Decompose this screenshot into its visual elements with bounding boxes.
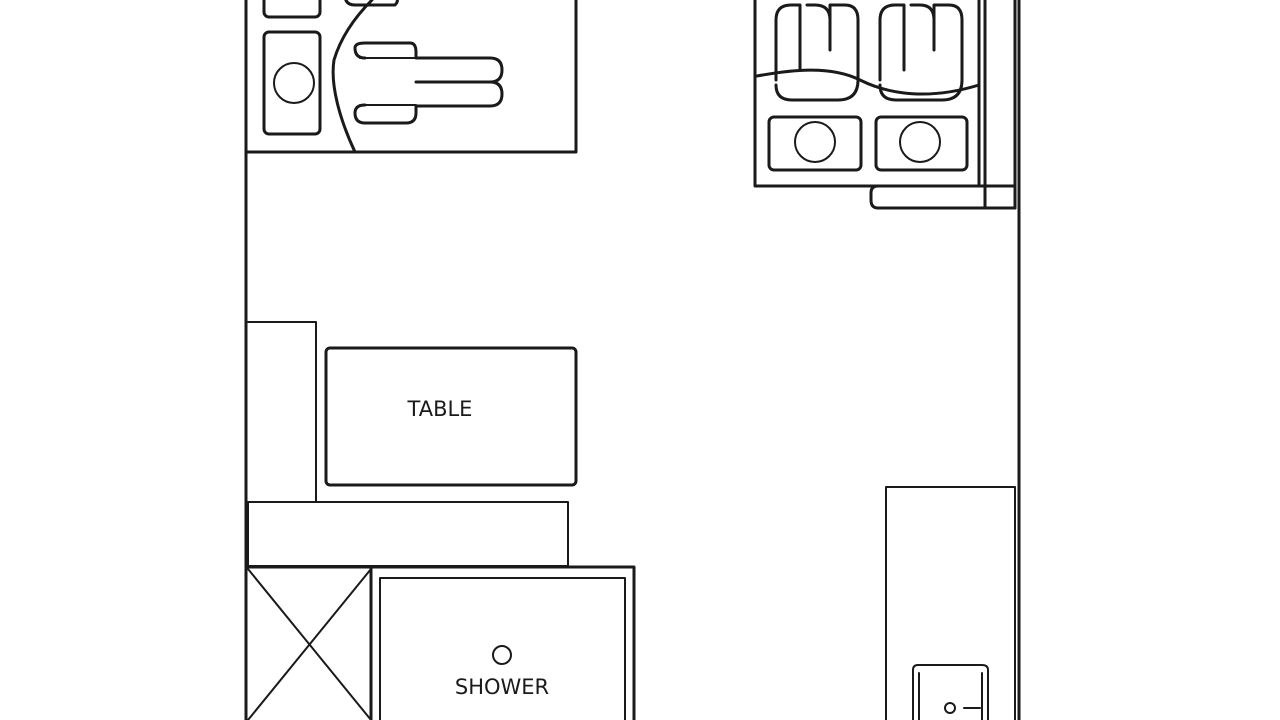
knob-icon [944,702,956,714]
sink-icon-a [794,121,836,163]
shower-tray [379,577,626,720]
basin-right [874,115,969,172]
bathroom: SHOWER [244,565,636,720]
table-label: TABLE [407,397,473,421]
blanket-line [755,68,981,96]
table [324,346,578,487]
table-area: TABLE [247,321,578,567]
pillow-icon [344,0,399,7]
seat-icon-b [878,3,964,102]
bed-edge-icon [331,0,374,154]
nightstand [262,30,322,136]
door-icon [912,664,989,720]
bench-bottom [247,501,569,567]
lamp-icon [273,62,315,104]
bench-left [247,321,317,503]
closet-cross-b [247,568,372,720]
counter-right [885,486,1016,720]
shower-label: SHOWER [455,675,549,699]
seat-icon [353,41,504,125]
seat-icon-a [774,3,860,102]
drain-icon [492,645,512,665]
sink-icon-b [899,121,941,163]
bed-unit-left [244,0,578,154]
bed-unit-right [753,0,1017,210]
nightstand-top [262,0,322,19]
basin-left [767,115,863,172]
ledge [869,184,1017,210]
